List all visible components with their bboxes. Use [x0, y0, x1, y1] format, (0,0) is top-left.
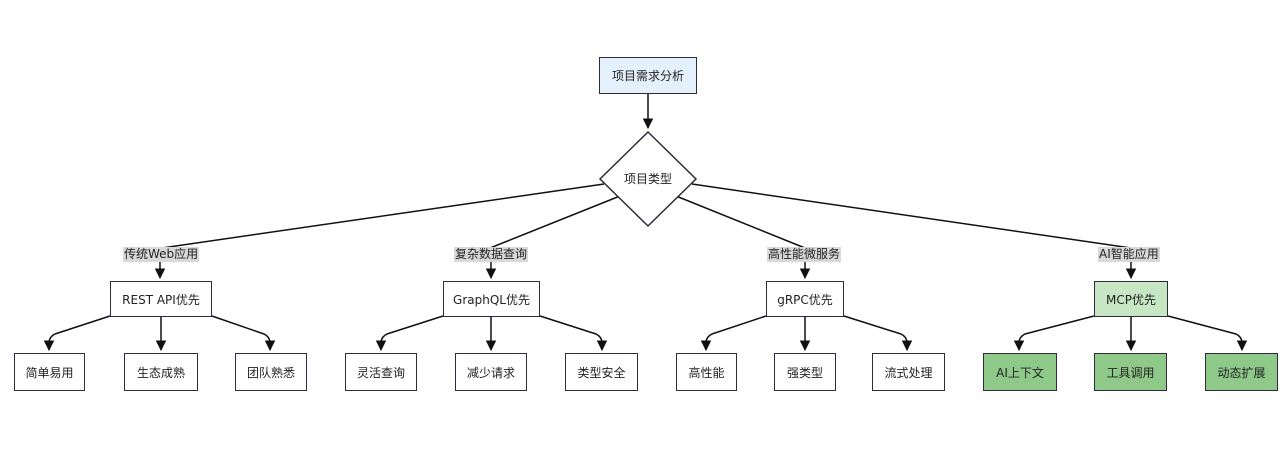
edge-mcp-to-leaf-1	[1013, 315, 1095, 352]
leaf-grpc-3: 流式处理	[872, 353, 945, 391]
edge-decision-to-ai	[691, 183, 1132, 249]
leaf-ai-2: 工具调用	[1094, 353, 1167, 391]
leaf-grpc-2: 强类型	[774, 353, 836, 391]
leaf-ai-1: AI上下文	[983, 353, 1057, 391]
edge-rest-to-leaf-1	[43, 315, 111, 352]
leaf-graphql-1: 灵活查询	[345, 353, 417, 391]
edge-grpc-to-leaf-1	[700, 315, 767, 352]
leaf-rest-2: 生态成熟	[124, 353, 198, 391]
decision-label: 项目类型	[623, 172, 672, 186]
mcp-node: MCP优先	[1094, 281, 1168, 317]
edge-decision-to-grpc	[675, 195, 806, 249]
edge-label-grpc: 高性能微服务	[767, 247, 842, 262]
leaf-ai-3: 动态扩展	[1205, 353, 1278, 391]
leaf-grpc-1: 高性能	[676, 353, 737, 391]
edge-grpc-to-leaf-3	[843, 315, 913, 352]
edge-label-graphql: 复杂数据查询	[454, 247, 529, 262]
edge-graphql-to-leaf-1	[375, 315, 444, 352]
edge-label-ai: AI智能应用	[1098, 247, 1160, 262]
edge-mcp-to-leaf-3	[1167, 315, 1248, 352]
edge-decision-to-web	[161, 183, 605, 249]
leaf-rest-1: 简单易用	[14, 353, 85, 391]
leaf-rest-3: 团队熟悉	[235, 353, 307, 391]
edge-graphql-to-leaf-3	[539, 315, 608, 352]
leaf-graphql-3: 类型安全	[565, 353, 638, 391]
leaf-graphql-2: 减少请求	[455, 353, 527, 391]
grpc-node: gRPC优先	[766, 281, 844, 317]
edge-label-web: 传统Web应用	[123, 247, 200, 262]
decision-diamond	[598, 130, 698, 228]
edge-rest-to-leaf-3	[211, 315, 276, 352]
graphql-node: GraphQL优先	[443, 281, 540, 317]
edge-decision-to-graphql	[489, 195, 621, 249]
rest-api-node: REST API优先	[110, 281, 212, 317]
root-node: 项目需求分析	[599, 57, 697, 94]
